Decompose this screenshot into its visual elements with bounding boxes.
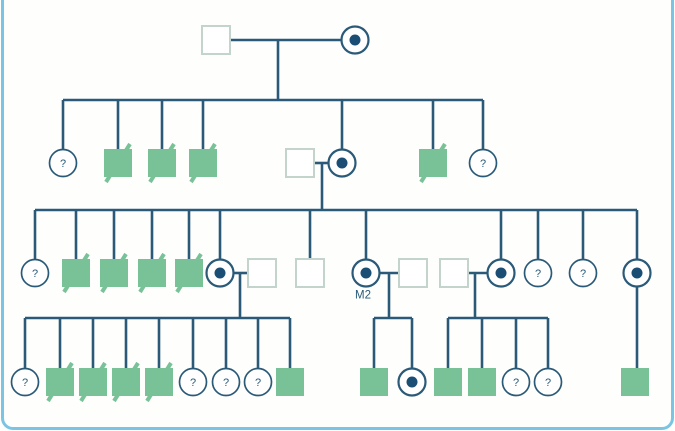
carrier-dot-icon [495,267,507,279]
deceased-slash-icon [100,252,128,294]
carrier-dot-icon [214,267,226,279]
individual-III-5-symbol [175,252,203,294]
individual-III-10-symbol [398,258,428,288]
individual-IV-12-symbol [434,368,462,396]
individual-IV-9-symbol [276,368,304,396]
unaffected-male-icon [295,258,325,288]
carrier-dot-icon [336,157,348,169]
unknown-female-icon [178,367,208,397]
individual-IV-4-symbol [112,361,140,403]
individual-II-7-symbol [419,142,447,184]
affected-male-icon [468,368,496,396]
individual-IV-6-symbol: ? [178,367,208,397]
unknown-status-glyph: ? [535,268,541,280]
unknown-female-icon [468,148,498,178]
individual-III-11-symbol [439,258,469,288]
unknown-female-icon [501,367,531,397]
unknown-status-glyph: ? [22,377,28,389]
individual-II-3-symbol [148,142,176,184]
unaffected-male-icon [439,258,469,288]
individual-IV-13-symbol [468,368,496,396]
unknown-status-glyph: ? [255,377,261,389]
unknown-status-glyph: ? [545,377,551,389]
unknown-female-icon [20,258,50,288]
unknown-status-glyph: ? [60,158,66,170]
carrier-dot-icon [631,267,643,279]
individual-III-8-symbol [295,258,325,288]
individual-II-2-symbol [104,142,132,184]
individual-IV-15-symbol: ? [533,367,563,397]
deceased-slash-icon [419,142,447,184]
unaffected-male-icon [247,258,277,288]
individual-IV-11-symbol [397,367,427,397]
deceased-slash-icon [104,142,132,184]
unknown-status-glyph: ? [513,377,519,389]
individual-IV-3-symbol [79,361,107,403]
deceased-slash-icon [46,361,74,403]
unknown-female-icon [568,258,598,288]
individual-III-7-symbol [247,258,277,288]
unknown-female-icon [243,367,273,397]
individual-III-13-symbol: ? [523,258,553,288]
deceased-slash-icon [138,252,166,294]
deceased-slash-icon [79,361,107,403]
deceased-slash-icon [189,142,217,184]
carrier-dot-icon [406,376,418,388]
unknown-status-glyph: ? [580,268,586,280]
unknown-female-icon [523,258,553,288]
unaffected-male-icon [201,25,231,55]
individual-III-15-symbol [622,258,652,288]
individual-II-5-symbol [285,148,315,178]
affected-male-icon [276,368,304,396]
carrier-dot-icon [360,267,372,279]
deceased-slash-icon [175,252,203,294]
individual-III-6-symbol [205,258,235,288]
individual-IV-7-symbol: ? [211,367,241,397]
individual-IV-1-symbol: ? [10,367,40,397]
individual-II-8-symbol: ? [468,148,498,178]
individual-III-1-symbol: ? [20,258,50,288]
individual-I-2-symbol [340,25,370,55]
individual-III-9-symbol: M2 [351,258,381,302]
individual-IV-2-symbol [46,361,74,403]
individual-III-4-symbol [138,252,166,294]
individual-label: M2 [355,290,371,302]
individual-III-3-symbol [100,252,128,294]
unknown-female-icon [48,148,78,178]
deceased-slash-icon [148,142,176,184]
individual-III-14-symbol: ? [568,258,598,288]
individual-IV-8-symbol: ? [243,367,273,397]
individual-IV-14-symbol: ? [501,367,531,397]
unknown-status-glyph: ? [480,158,486,170]
affected-male-icon [434,368,462,396]
individual-II-4-symbol [189,142,217,184]
unknown-female-icon [211,367,241,397]
individual-III-12-symbol [486,258,516,288]
affected-male-icon [360,368,388,396]
carrier-dot-icon [349,34,361,46]
individual-IV-16-symbol [621,368,649,396]
individual-III-2-symbol [62,252,90,294]
unknown-female-icon [533,367,563,397]
unaffected-male-icon [285,148,315,178]
individual-II-6-symbol [327,148,357,178]
individual-I-1-symbol [201,25,231,55]
deceased-slash-icon [62,252,90,294]
affected-male-icon [621,368,649,396]
unaffected-male-icon [398,258,428,288]
individual-IV-10-symbol [360,368,388,396]
deceased-slash-icon [112,361,140,403]
deceased-slash-icon [145,361,173,403]
individual-II-1-symbol: ? [48,148,78,178]
unknown-status-glyph: ? [223,377,229,389]
unknown-status-glyph: ? [32,268,38,280]
unknown-status-glyph: ? [190,377,196,389]
individual-IV-5-symbol [145,361,173,403]
unknown-female-icon [10,367,40,397]
